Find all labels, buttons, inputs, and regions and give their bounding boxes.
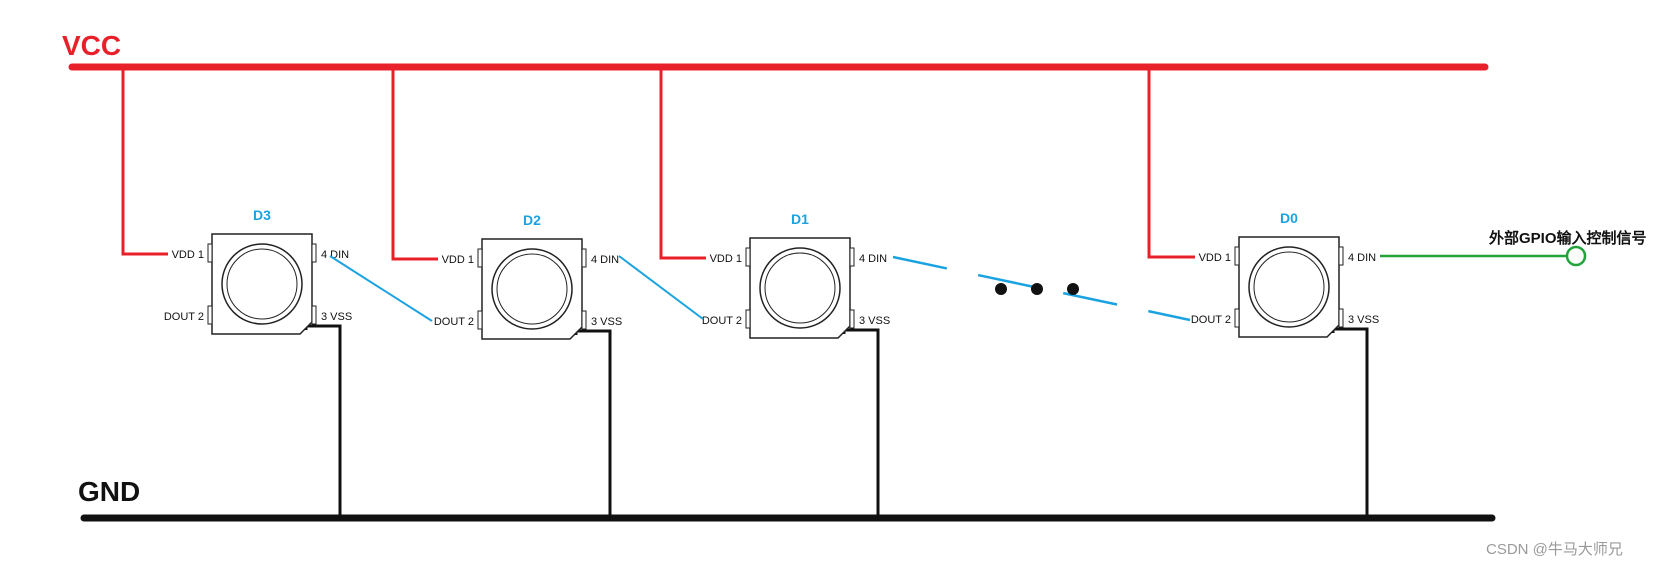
- pad-vss-d0: [1338, 308, 1344, 328]
- pin-dout-label-d0: DOUT 2: [1191, 314, 1231, 326]
- chip-lens-outer-d2: [491, 248, 573, 330]
- vcc-rail: VCC: [62, 30, 1489, 71]
- pin-dout-label-d2: DOUT 2: [434, 316, 474, 328]
- vcc-tap-d3: [121, 67, 168, 256]
- pad-vss-d1: [849, 309, 855, 329]
- gpio-signal-label: 外部GPIO输入控制信号: [1488, 229, 1647, 247]
- chip-lens-outer-d0: [1248, 246, 1330, 328]
- pad-vdd-d3: [207, 243, 213, 263]
- pad-dout-d2: [477, 310, 483, 330]
- vcc-tap-d1: [659, 67, 706, 260]
- pad-din-d0: [1338, 246, 1344, 266]
- pin-vdd-label-d3: VDD 1: [172, 249, 204, 261]
- pin-din-label-d0: 4 DIN: [1348, 252, 1376, 264]
- pin-vdd-label-d0: VDD 1: [1199, 252, 1231, 264]
- pin-din-label-d1: 4 DIN: [859, 253, 887, 265]
- pad-dout-d3: [207, 305, 213, 325]
- pin-vss-label-d0: 3 VSS: [1348, 314, 1379, 326]
- vcc-tap-d0: [1147, 67, 1195, 259]
- vcc-tap-d2: [391, 67, 438, 261]
- gnd-rail: GND: [78, 476, 1496, 522]
- pad-din-d1: [849, 247, 855, 267]
- chip-lens-inner-d3: [226, 248, 298, 320]
- gnd-drop-d1: [842, 328, 880, 518]
- chip-label-d2: D2: [523, 212, 541, 228]
- ellipsis-dot: [995, 283, 1007, 295]
- pin-dout-label-d1: DOUT 2: [702, 315, 742, 327]
- pin-vdd-label-d1: VDD 1: [710, 253, 742, 265]
- vcc-label: VCC: [62, 30, 121, 61]
- chip-label-d3: D3: [253, 207, 271, 223]
- chip-label-d1: D1: [791, 211, 809, 227]
- data-chain: [329, 255, 1191, 322]
- pin-vss-label-d3: 3 VSS: [321, 311, 352, 323]
- gnd-drop-d3: [304, 324, 342, 518]
- chip-lens-outer-d1: [759, 247, 841, 329]
- pad-din-d3: [311, 243, 317, 263]
- data-link-d1-din-to-d0-dout-dashed: [892, 255, 1191, 322]
- ellipsis-dot: [1031, 283, 1043, 295]
- gpio-terminal-circle: [1565, 245, 1587, 267]
- pad-vdd-d0: [1234, 246, 1240, 266]
- external-signal: 外部GPIO输入控制信号: [1380, 229, 1647, 267]
- pin-din-label-d3: 4 DIN: [321, 249, 349, 261]
- pad-vss-d2: [581, 310, 587, 330]
- pad-vss-d3: [311, 305, 317, 325]
- chip-label-d0: D0: [1280, 210, 1298, 226]
- pin-vss-label-d2: 3 VSS: [591, 316, 622, 328]
- chip-lens-inner-d2: [496, 253, 568, 325]
- chip-lens-outer-d3: [221, 243, 303, 325]
- pad-din-d2: [581, 248, 587, 268]
- gnd-drop-d0: [1331, 327, 1369, 518]
- gnd-label: GND: [78, 476, 140, 507]
- pad-dout-d1: [745, 309, 751, 329]
- pad-dout-d0: [1234, 308, 1240, 328]
- pin-vdd-label-d2: VDD 1: [442, 254, 474, 266]
- data-link-d2-din-to-d1-dout: [618, 255, 704, 320]
- gnd-drop-d2: [574, 329, 612, 518]
- pin-dout-label-d3: DOUT 2: [164, 311, 204, 323]
- watermark: CSDN @牛马大师兄: [1486, 541, 1623, 558]
- pad-vdd-d2: [477, 248, 483, 268]
- data-link-d3-din-to-d2-dout: [329, 255, 433, 322]
- pin-din-label-d2: 4 DIN: [591, 254, 619, 266]
- chain-ellipsis: [995, 283, 1079, 295]
- pin-vss-label-d1: 3 VSS: [859, 315, 890, 327]
- pad-vdd-d1: [745, 247, 751, 267]
- chip-lens-inner-d1: [764, 252, 836, 324]
- ellipsis-dot: [1067, 283, 1079, 295]
- chip-lens-inner-d0: [1253, 251, 1325, 323]
